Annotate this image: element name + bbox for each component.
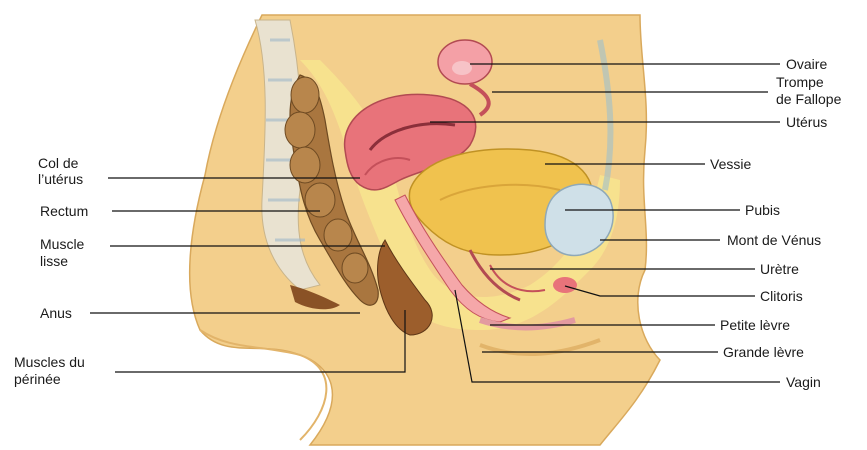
label-rectum: Rectum (40, 203, 88, 220)
label-grande-levre: Grande lèvre (723, 344, 804, 361)
label-uretre: Urètre (760, 261, 799, 278)
label-ovaire: Ovaire (786, 56, 827, 73)
label-muscles-perinee-2: périnée (14, 371, 61, 388)
label-clitoris: Clitoris (760, 288, 803, 305)
label-trompe-1: Trompe (776, 74, 824, 91)
label-trompe-2: de Fallope (776, 91, 841, 108)
label-petite-levre: Petite lèvre (720, 317, 790, 334)
label-muscle-lisse-2: lisse (40, 253, 68, 270)
label-anus: Anus (40, 305, 72, 322)
label-mont-venus: Mont de Vénus (727, 232, 821, 249)
label-uterus: Utérus (786, 114, 827, 131)
label-muscle-lisse-1: Muscle (40, 236, 84, 253)
label-vessie: Vessie (710, 156, 751, 173)
label-col-uterus-2: l’utérus (38, 171, 83, 188)
label-col-uterus-1: Col de (38, 155, 78, 172)
label-muscles-perinee-1: Muscles du (14, 354, 85, 371)
label-vagin: Vagin (786, 374, 821, 391)
label-pubis: Pubis (745, 202, 780, 219)
